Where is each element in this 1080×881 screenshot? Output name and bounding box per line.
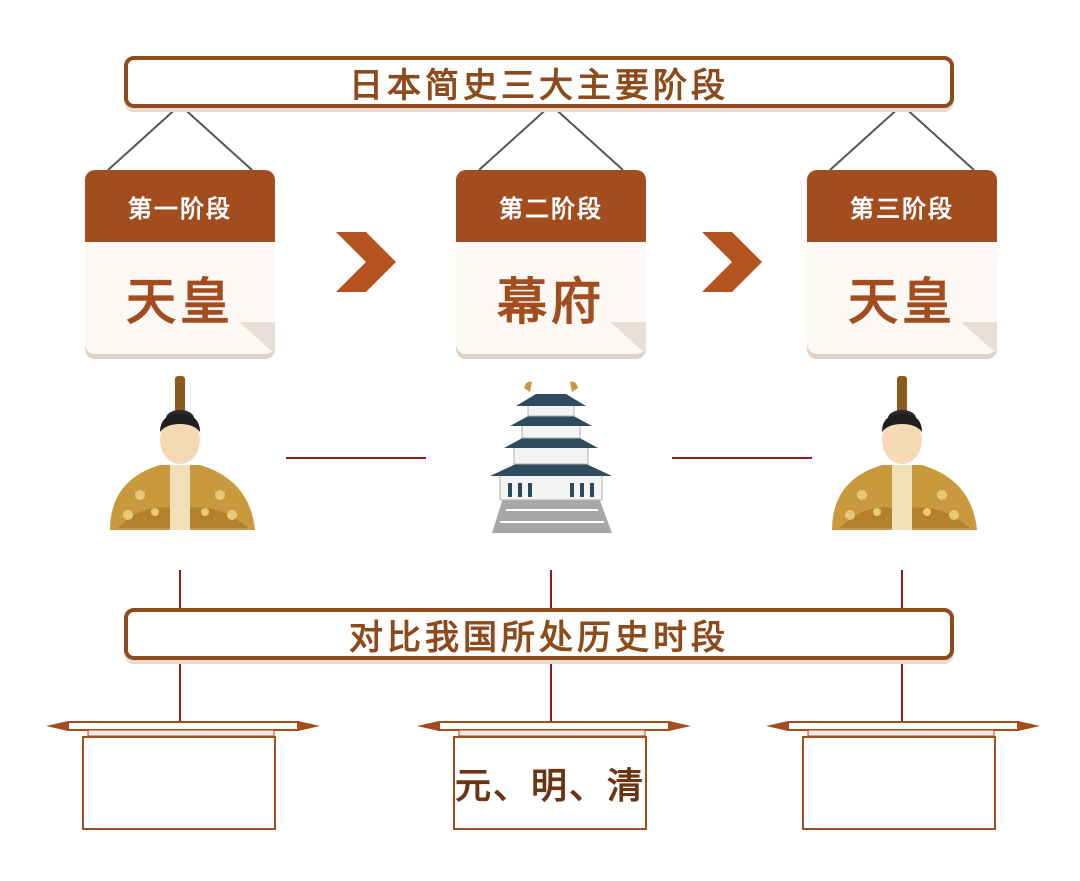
emperor-icon [832, 376, 977, 530]
scroll-icon [46, 721, 320, 737]
scroll-icon [417, 721, 691, 737]
arrow-right-icon [336, 232, 396, 292]
compare-title: 对比我国所处历史时段 [349, 617, 729, 658]
compare-title-banner: 对比我国所处历史时段 [124, 608, 954, 660]
stage-name-1: 天皇 [85, 242, 275, 354]
stage-card-3: 第三阶段 天皇 [807, 170, 997, 354]
arrow-right-icon [702, 232, 762, 292]
hanging-strings [107, 104, 975, 171]
scroll-icon [766, 721, 1040, 737]
connector-lines [179, 457, 903, 722]
period-box-3 [802, 736, 996, 830]
castle-icon [490, 381, 612, 533]
stage-card-2: 第二阶段 幕府 [456, 170, 646, 354]
period-text-2: 元、明、清 [455, 766, 646, 807]
main-title: 日本简史三大主要阶段 [349, 65, 729, 106]
stage-label-3: 第三阶段 [807, 170, 997, 242]
period-box-2: 元、明、清 [453, 736, 647, 830]
page-curl [961, 322, 997, 354]
emperor-icon [110, 376, 255, 530]
stage-label-1: 第一阶段 [85, 170, 275, 242]
page-curl [239, 322, 275, 354]
period-box-1 [82, 736, 276, 830]
main-title-banner: 日本简史三大主要阶段 [124, 56, 954, 108]
page-curl [610, 322, 646, 354]
stage-label-2: 第二阶段 [456, 170, 646, 242]
stage-card-1: 第一阶段 天皇 [85, 170, 275, 354]
